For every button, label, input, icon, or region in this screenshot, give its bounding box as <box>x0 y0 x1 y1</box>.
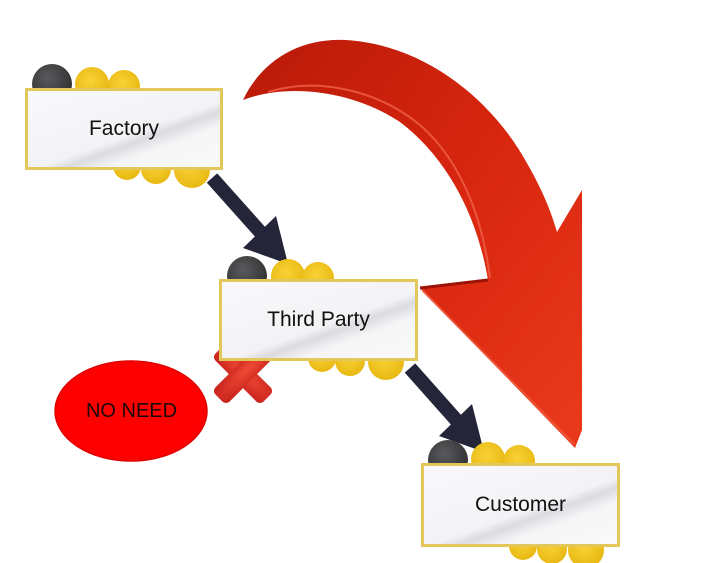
node-factory-label: Factory <box>88 117 159 140</box>
node-factory: Factory <box>25 88 223 170</box>
red-curved-arrow <box>243 39 582 448</box>
arrow-third-party-to-customer <box>404 363 484 452</box>
arrow-factory-to-third-party <box>206 173 288 264</box>
no-need-label: NO NEED <box>85 399 178 422</box>
node-third-party: Third Party <box>219 279 418 361</box>
node-customer-label: Customer <box>474 493 567 516</box>
node-customer: Customer <box>421 463 620 547</box>
node-third-party-label: Third Party <box>267 308 370 331</box>
no-need-ellipse <box>54 360 208 462</box>
